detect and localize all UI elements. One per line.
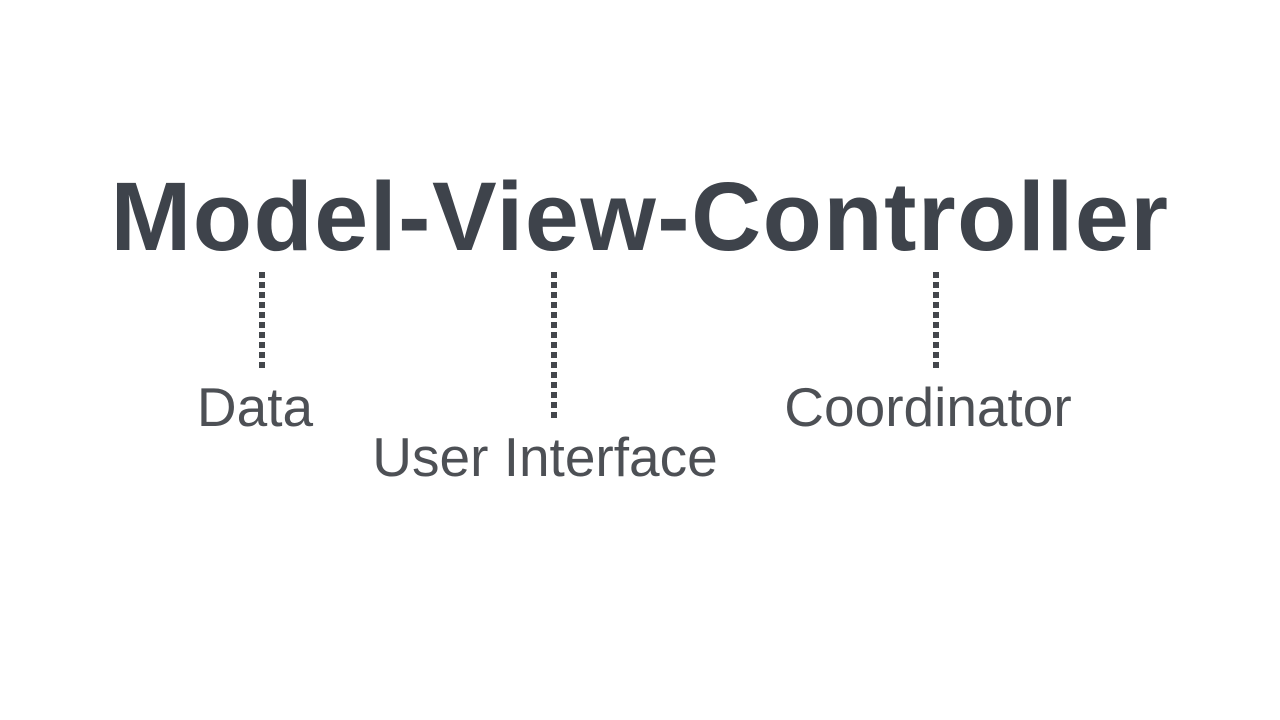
dotted-connector-controller <box>933 272 939 368</box>
dotted-connector-view <box>551 272 557 418</box>
annotation-label-model: Data <box>196 376 314 438</box>
annotation-label-controller: Coordinator <box>784 376 1072 438</box>
page-title: Model-View-Controller <box>110 162 1170 271</box>
annotation-label-view: User Interface <box>372 426 718 488</box>
dotted-connector-model <box>259 272 265 368</box>
